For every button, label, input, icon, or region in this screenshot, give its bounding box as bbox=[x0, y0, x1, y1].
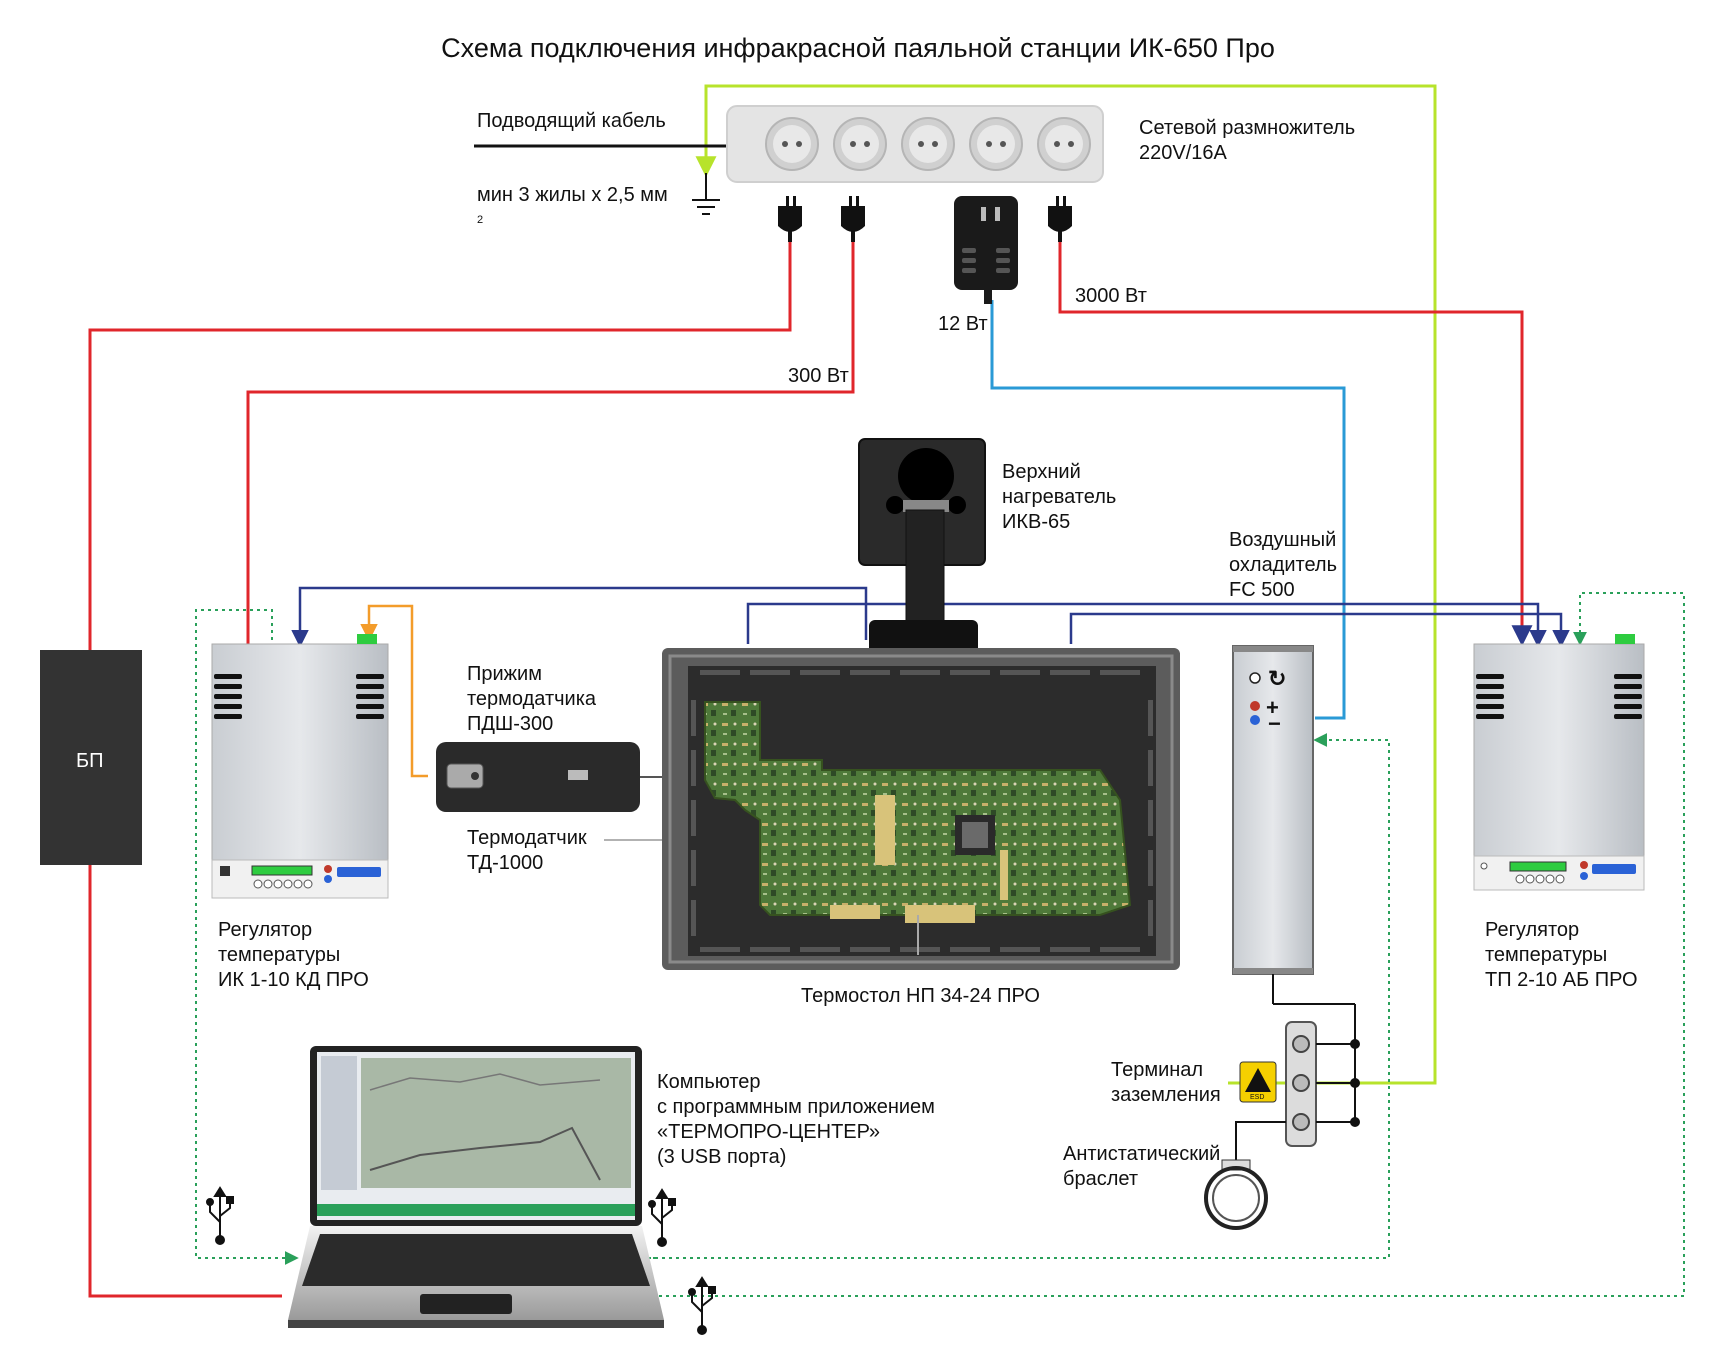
socket-icon bbox=[833, 117, 887, 171]
thermo-table-label: Термостол НП 34-24 ПРО bbox=[801, 985, 1040, 1007]
svg-text:−: − bbox=[1268, 711, 1281, 736]
sensor-wire-table-left bbox=[746, 602, 1547, 648]
ground-terminal bbox=[1285, 1021, 1360, 1147]
sensor-wire-table-right bbox=[1069, 612, 1570, 648]
regulator-left bbox=[211, 634, 389, 899]
regulator-right bbox=[1473, 634, 1645, 891]
input-cable-spec: мин 3 жилы х 2,5 мм 2 bbox=[477, 158, 668, 238]
computer-label: Компьютер с программным приложением «ТЕР… bbox=[657, 1071, 935, 1168]
regulator-right-label: Регулятор температуры ТП 2-10 АБ ПРО bbox=[1485, 919, 1638, 991]
watt-300-label: 300 Вт bbox=[788, 365, 849, 387]
svg-text:+: + bbox=[1266, 695, 1279, 720]
power-strip-label: Сетевой размножитель 220V/16A bbox=[1139, 117, 1356, 164]
top-heater-label: Верхний нагреватель ИКВ-65 bbox=[1002, 461, 1117, 533]
thermo-table bbox=[662, 648, 1180, 970]
socket-icon bbox=[969, 117, 1023, 171]
watt-12-label: 12 Вт bbox=[938, 313, 988, 335]
usb-icon bbox=[648, 1188, 676, 1247]
usb-wire-left bbox=[195, 609, 299, 1265]
diagram-title: Схема подключения инфракрасной паяльной … bbox=[441, 33, 1275, 63]
usb-wire-right bbox=[652, 592, 1685, 1297]
input-cable-spec-sup: 2 bbox=[477, 214, 484, 226]
plug-icon bbox=[841, 196, 865, 242]
air-cooler: ↻ + − bbox=[1232, 645, 1314, 975]
clamp-label: Прижим термодатчика ПДШ-300 bbox=[467, 663, 597, 735]
power-wire-right-regulator bbox=[1058, 240, 1533, 647]
ground-wire bbox=[695, 84, 1437, 1085]
sensor-wire-left bbox=[291, 586, 868, 648]
esd-icon: ESD bbox=[1239, 1061, 1277, 1103]
wrist-strap-label: Антистатический браслет bbox=[1063, 1143, 1221, 1190]
usb-icon bbox=[688, 1276, 716, 1335]
clamp-device bbox=[436, 742, 640, 812]
air-cooler-label: Воздушный охладитель FC 500 bbox=[1229, 529, 1338, 601]
wrist-strap-icon bbox=[1204, 1159, 1268, 1230]
laptop-icon bbox=[288, 1046, 664, 1328]
cooler-wire bbox=[990, 300, 1346, 720]
input-cable-label: Подводящий кабель bbox=[477, 110, 666, 132]
socket-icon bbox=[765, 117, 819, 171]
plug-icon bbox=[1048, 196, 1072, 242]
power-wire-psu-laptop bbox=[88, 855, 282, 1298]
svg-text:↻: ↻ bbox=[1268, 666, 1286, 691]
socket-icon bbox=[1037, 117, 1091, 171]
clamp-wire bbox=[360, 604, 428, 778]
adapter-icon bbox=[954, 196, 1018, 304]
ground-terminal-label: Терминал заземления bbox=[1111, 1059, 1221, 1106]
regulator-left-label: Регулятор температуры ИК 1-10 КД ПРО bbox=[218, 919, 369, 991]
usb-icon bbox=[206, 1186, 234, 1245]
ground-icon bbox=[692, 173, 720, 215]
psu-block bbox=[40, 650, 142, 865]
power-wire-left-regulator bbox=[246, 240, 855, 648]
svg-text:ESD: ESD bbox=[1250, 1094, 1264, 1101]
power-strip-icon bbox=[726, 105, 1104, 183]
socket-icon bbox=[901, 117, 955, 171]
psu-label: БП bbox=[76, 750, 104, 772]
thermosensor-label: Термодатчик ТД-1000 bbox=[467, 827, 587, 874]
usb-wire-cooler bbox=[648, 733, 1390, 1259]
plug-icon bbox=[778, 196, 802, 242]
watt-3000-label: 3000 Вт bbox=[1075, 285, 1147, 307]
power-wire-psu bbox=[88, 240, 792, 650]
pcb-icon bbox=[704, 701, 1132, 923]
wrist-strap-wire bbox=[1235, 1121, 1286, 1162]
input-cable-spec-text: мин 3 жилы х 2,5 мм bbox=[477, 184, 668, 206]
